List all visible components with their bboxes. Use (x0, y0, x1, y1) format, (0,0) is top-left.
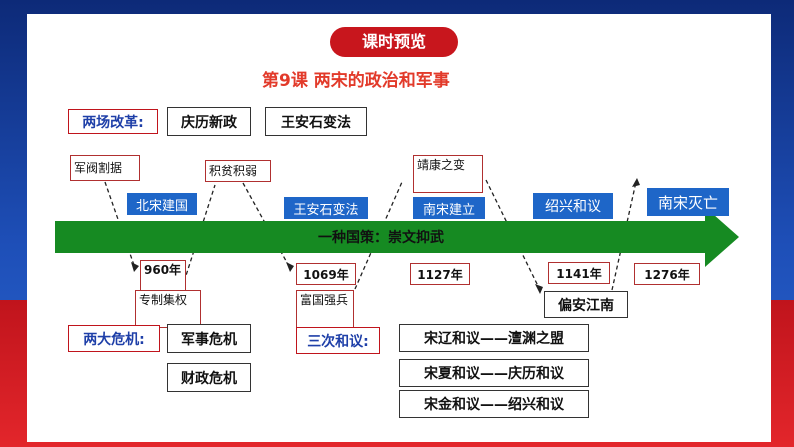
note-jingkang: 靖康之变 (413, 155, 483, 193)
year-1069: 1069年 (296, 263, 356, 285)
event-south-song-founded: 南宋建立 (413, 197, 485, 219)
crisis-financial: 财政危机 (167, 363, 251, 392)
note-southern-settle: 偏安江南 (544, 291, 628, 318)
treaties-label: 三次和议: (296, 327, 380, 354)
year-960: 960年 (140, 260, 186, 292)
event-north-song-founded: 北宋建国 (127, 193, 197, 215)
note-warlords: 军阀割据 (70, 155, 140, 181)
year-1276: 1276年 (634, 263, 700, 285)
event-wanganshi-reform: 王安石变法 (284, 197, 368, 219)
crisis-military: 军事危机 (167, 324, 251, 353)
note-autocracy: 专制集权 (135, 290, 201, 328)
treaty-jin: 宋金和议——绍兴和议 (399, 390, 589, 418)
event-shaoxing-treaty: 绍兴和议 (533, 193, 613, 219)
crises-label: 两大危机: (68, 325, 160, 352)
treaty-xia: 宋夏和议——庆历和议 (399, 359, 589, 387)
year-1141: 1141年 (548, 262, 610, 284)
note-rich-strong: 富国强兵 (296, 290, 354, 330)
year-1127: 1127年 (410, 263, 470, 285)
event-south-song-fall: 南宋灭亡 (647, 188, 729, 216)
note-poverty: 积贫积弱 (205, 160, 271, 182)
treaty-liao: 宋辽和议——澶渊之盟 (399, 324, 589, 352)
policy-text: 一种国策：崇文抑武 (318, 230, 468, 246)
